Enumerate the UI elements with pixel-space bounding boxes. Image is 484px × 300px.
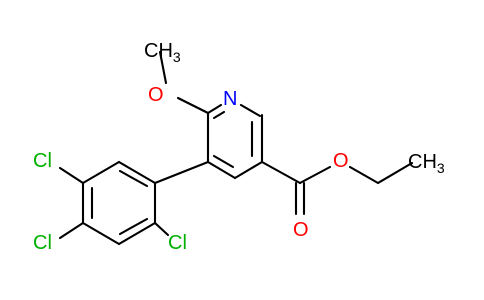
cl-left-label: Cl <box>33 232 52 254</box>
bond-o-ch2 <box>348 165 380 185</box>
bond-c3-c4 <box>233 160 264 180</box>
bond-b1-b2-inner <box>118 169 149 188</box>
cl-top-label: Cl <box>33 150 52 172</box>
bond-b5-b6-inner <box>118 217 149 236</box>
bond-ch3-o <box>158 50 168 85</box>
bond-b6-cl-ortho <box>153 221 170 237</box>
methoxy-ch3-label: CH3 <box>144 40 181 65</box>
bond-c3-ccarbonyl <box>260 160 302 185</box>
bond-c6-n-inner <box>212 110 226 120</box>
bond-b1-b2 <box>117 160 157 185</box>
ring-n-label: N <box>223 88 237 110</box>
ester-o-label: O <box>333 150 349 172</box>
bond-o-c6 <box>176 96 210 115</box>
bond-c-o-ester <box>298 165 332 185</box>
cl-ortho-label: Cl <box>168 232 187 254</box>
bond-c6-n <box>206 103 223 115</box>
bond-lines <box>58 50 414 246</box>
bond-c5-aryl <box>153 160 210 185</box>
bond-n-c2 <box>239 103 262 118</box>
atom-labels: CH3 O N O O CH3 Cl Cl Cl <box>33 40 445 254</box>
bond-b5-b6 <box>117 221 157 246</box>
bond-b4-b5 <box>81 221 121 246</box>
bond-b4-cl-left <box>58 221 85 240</box>
carbonyl-o-label: O <box>293 219 309 241</box>
bond-c4-c5 <box>206 160 237 180</box>
methoxy-o-label: O <box>148 84 164 106</box>
bond-b2-b3 <box>81 160 121 185</box>
ethyl-ch3-label: CH3 <box>408 151 445 176</box>
bond-ch2-ch3 <box>376 161 414 185</box>
bond-b3-cl-top <box>58 166 85 185</box>
bond-c4-c5-inner <box>212 154 235 169</box>
